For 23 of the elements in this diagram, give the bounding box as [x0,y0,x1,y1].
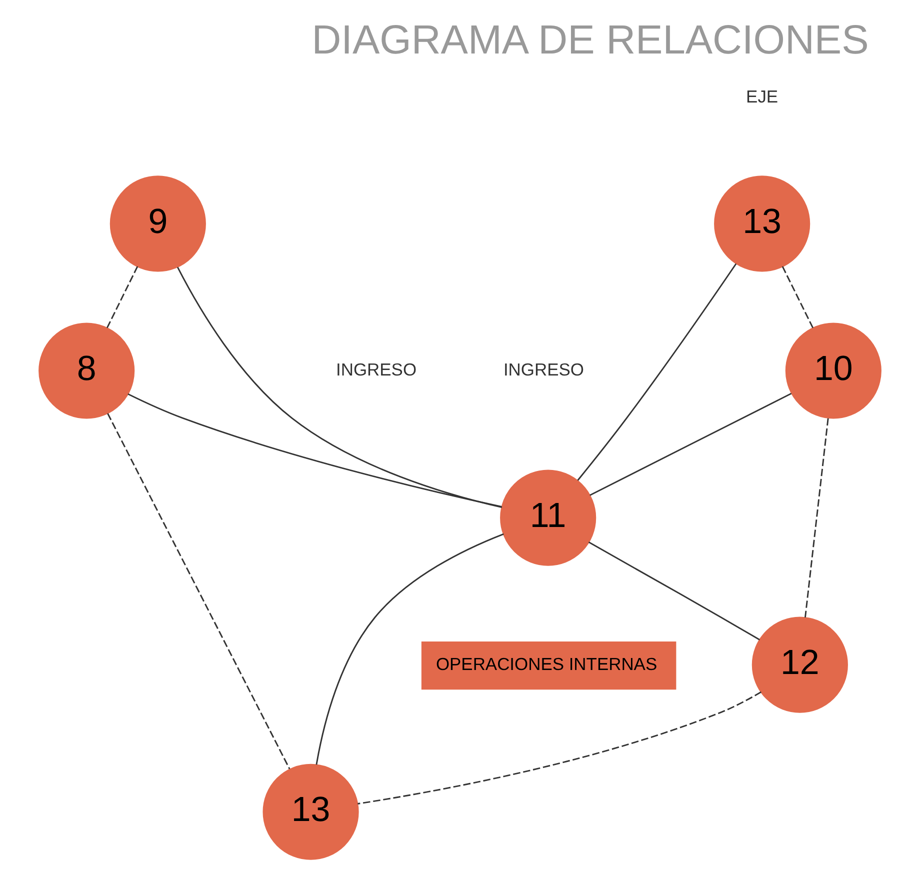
node-circle: 12 [751,616,848,712]
connector [315,532,504,764]
node-circle: 9 [109,175,206,272]
connector [176,266,502,508]
legend-label: OPERACIONES INTERNAS [435,654,657,674]
node-circle: 13 [262,763,358,860]
connector [106,266,138,328]
label: INGRESO [336,358,416,379]
connector [106,412,290,769]
label: INGRESO [502,358,584,379]
connector [781,266,814,328]
node-circle: 8 [38,322,134,418]
node-circle: 10 [784,322,881,418]
connector [127,392,502,507]
connector [588,541,760,640]
node-circle: 11 [500,469,596,566]
label: EJE [746,86,778,106]
connector [589,392,792,496]
connector [357,690,761,804]
connector [804,418,828,618]
connector [576,262,736,480]
diagram-title: DIAGRAMA DE RELACIONES [311,16,868,62]
node-circle: 13 [714,175,810,272]
